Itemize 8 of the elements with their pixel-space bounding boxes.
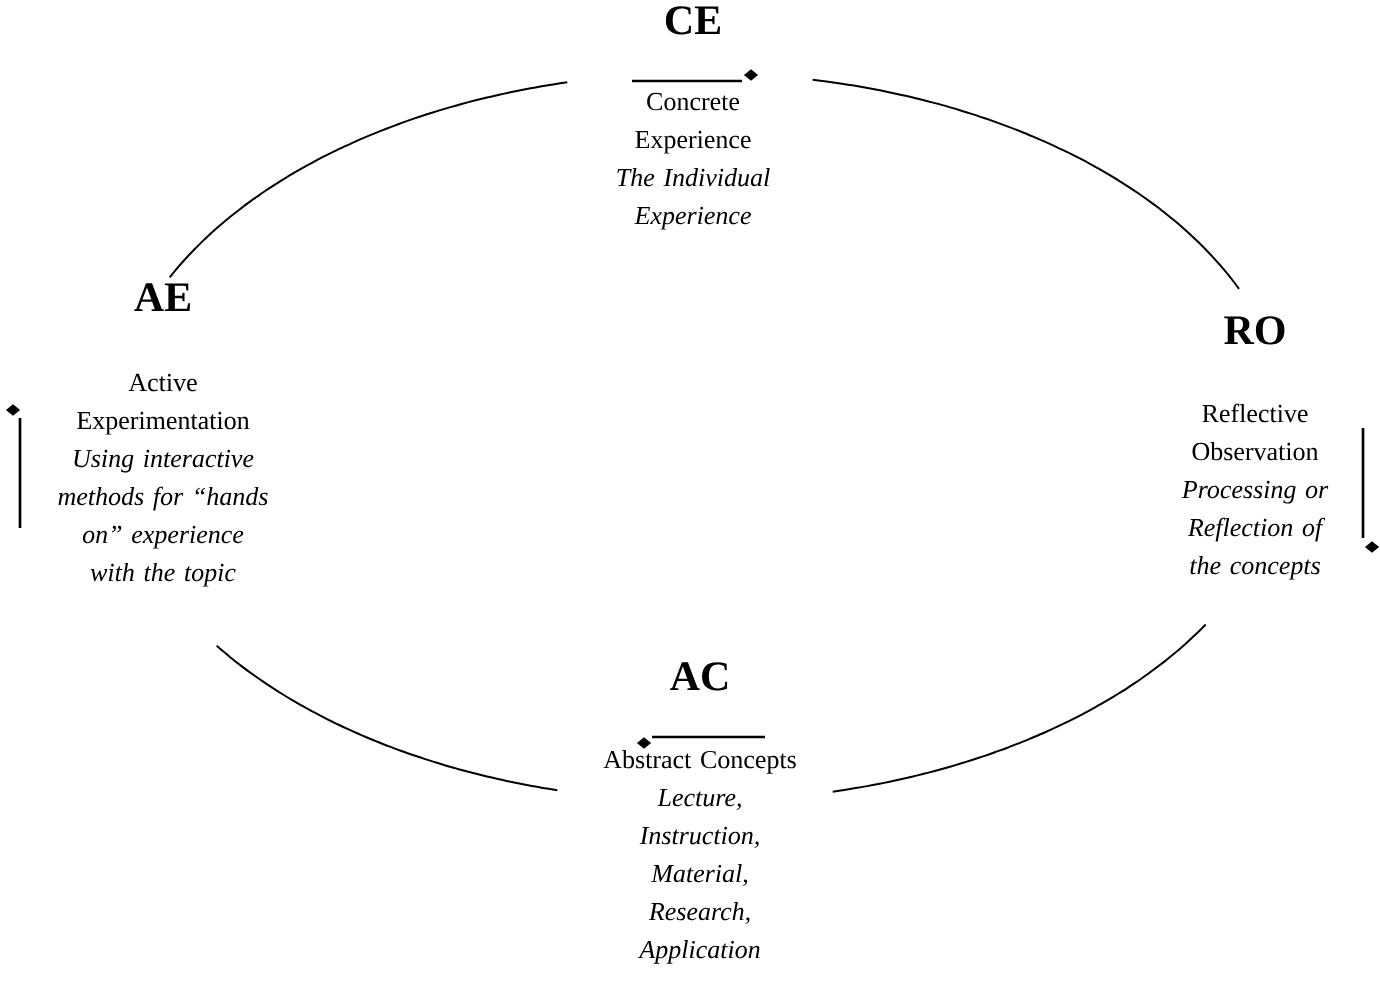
stage-label: AE Active Experimentation Using interactive methods for “hands on” experience with the topic: [58, 283, 268, 587]
cycle-arc: [168, 81, 569, 279]
cycle-arc: [811, 78, 1240, 290]
cycle-arc: [831, 623, 1207, 793]
stage-label: AC Abstract Concepts Lecture, Instruction, Material, Research, Application: [603, 662, 796, 964]
stage-label: CE Concrete Experience The Individual Experience: [617, 6, 770, 230]
stage-label: RO Reflective Observation Processing or Reflection of the concepts: [1181, 316, 1329, 580]
cycle-arc: [215, 644, 559, 792]
